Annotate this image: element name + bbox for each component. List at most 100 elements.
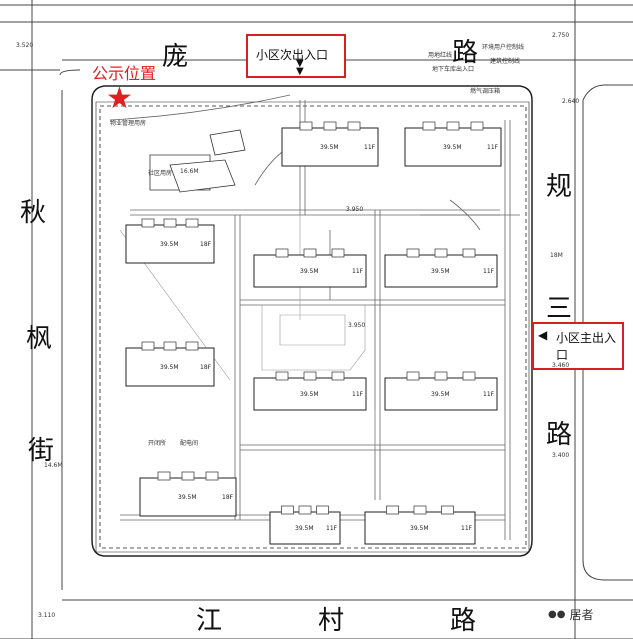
building-outline [253, 254, 367, 288]
main-entrance-label: 小区主出入口 [556, 331, 617, 362]
building-height-label: 39.5M [295, 525, 314, 532]
elev-label-1: 3.950 [346, 206, 364, 213]
residential-building: 39.5M 18F [125, 218, 215, 264]
building-outline [253, 377, 367, 411]
nw-block-label: 物业管理用房 [110, 120, 147, 127]
wechat-icon: ●● [548, 609, 566, 620]
building-floors-label: 18F [200, 364, 212, 371]
elev-label-6: 3.400 [552, 452, 570, 459]
building-floors-label: 11F [364, 144, 376, 151]
secondary-entrance-callout: 小区次出入口 [246, 34, 346, 78]
building-core [331, 248, 345, 258]
building-core [185, 341, 199, 351]
residential-building: 39.5M 18F [125, 341, 215, 387]
building-core [434, 371, 448, 381]
building-core [281, 505, 294, 515]
building-core [406, 248, 420, 258]
building-core [141, 341, 155, 351]
residential-building: 39.5M 18F [139, 471, 237, 517]
building-core [181, 471, 195, 481]
building-core [157, 471, 171, 481]
building-core [185, 218, 199, 228]
building-outline [269, 511, 341, 545]
residential-building: 39.5M 11F [269, 505, 341, 545]
building-outline [404, 127, 502, 167]
building-height-label: 39.5M [160, 364, 179, 371]
elev-label-7: 2.640 [562, 98, 580, 105]
building-floors-label: 18F [200, 241, 212, 248]
secondary-entrance-label: 小区次出入口 [256, 48, 329, 62]
building-core [275, 371, 289, 381]
street-south-char-2: 村 [318, 606, 345, 636]
elev-label-5: 3.520 [16, 42, 34, 49]
building-outline [384, 377, 498, 411]
building-floors-label: 18F [222, 494, 234, 501]
building-height-label: 39.5M [431, 268, 450, 275]
elev-label-8: 3.460 [552, 362, 570, 369]
residential-building: 39.5M 11F [384, 248, 498, 288]
dim-label-2: 14.6M [44, 462, 63, 469]
street-south-char-3: 路 [450, 606, 477, 636]
building-floors-label: 11F [483, 268, 495, 275]
building-core [331, 371, 345, 381]
note-env-line: 环境用户控制线 [482, 44, 525, 51]
dim-label-3: 18M [550, 252, 563, 259]
site-boundary [91, 85, 533, 557]
residential-building: 39.5M 11F [281, 121, 379, 167]
street-west-char-3: 街 [28, 436, 55, 466]
nw-facility [149, 129, 246, 193]
gas-label: 燃气调压箱 [470, 88, 501, 95]
watermark-text: 居者 [569, 608, 594, 622]
building-height-label: 39.5M [178, 494, 197, 501]
building-core [275, 248, 289, 258]
street-west-char-2: 枫 [26, 324, 53, 354]
building-outline [281, 127, 379, 167]
building-core [163, 341, 177, 351]
building-core [386, 505, 399, 515]
building-floors-label: 11F [352, 391, 364, 398]
building-outline [125, 347, 215, 387]
street-south-char-1: 江 [196, 606, 223, 636]
building-height-label: 39.5M [160, 241, 179, 248]
street-east-char-3: 路 [546, 420, 573, 450]
building-height-label: 39.5M [320, 144, 339, 151]
building-height-label: 39.5M [431, 391, 450, 398]
street-east-char-2: 三 [546, 294, 573, 324]
substation-label: 配电间 [180, 440, 199, 447]
building-height-label: 39.5M [410, 525, 429, 532]
elev-label-2: 3.950 [348, 322, 366, 329]
street-north-char-3: 路 [452, 38, 479, 68]
kaibi-label: 开闭所 [148, 440, 167, 447]
building-core [303, 371, 317, 381]
street-west-char-1: 秋 [20, 198, 47, 228]
building-height-label: 39.5M [300, 268, 319, 275]
building-core [406, 371, 420, 381]
building-outline [139, 477, 237, 517]
elev-label-3: 2.750 [552, 32, 570, 39]
note-garage: 地下车库出入口 [432, 66, 475, 73]
building-core [163, 218, 177, 228]
building-height-label: 39.5M [443, 144, 462, 151]
dim-label-1: 16.6M [180, 168, 199, 175]
building-core [316, 505, 329, 515]
building-core [446, 121, 460, 131]
building-core [298, 505, 312, 515]
building-core [347, 121, 361, 131]
building-core [205, 471, 219, 481]
building-floors-label: 11F [483, 391, 495, 398]
elev-label-4: 3.110 [38, 612, 56, 619]
note-red-line: 用地红线 [428, 52, 453, 59]
residential-building: 39.5M 11F [384, 371, 498, 411]
building-core [141, 218, 155, 228]
building-core [413, 505, 427, 515]
building-floors-label: 11F [326, 525, 338, 532]
building-core [299, 121, 313, 131]
building-core [323, 121, 337, 131]
street-north-char-1: 庞 [162, 42, 189, 72]
